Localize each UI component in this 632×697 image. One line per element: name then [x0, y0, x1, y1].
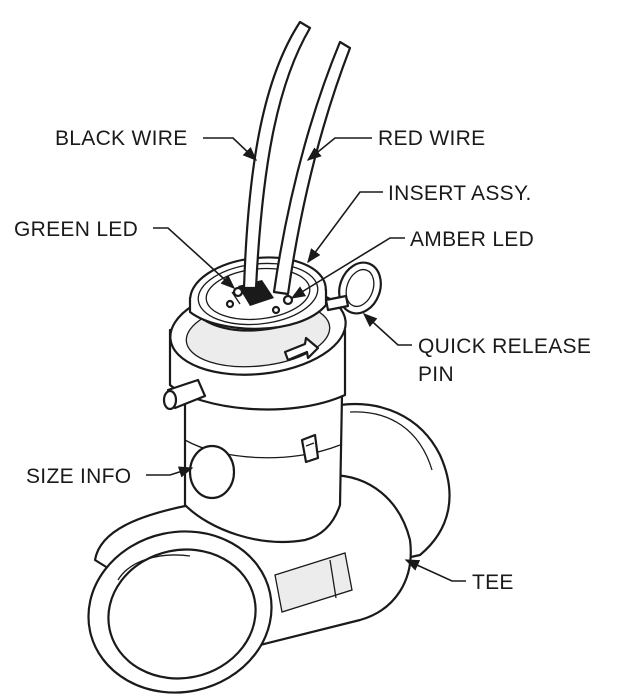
leader-insert-assy — [307, 191, 383, 264]
wires — [242, 20, 352, 296]
label-quick-release-pin-line1: QUICK RELEASE — [418, 335, 591, 358]
leader-quick-release-pin — [362, 313, 412, 346]
label-size-info: SIZE INFO — [26, 465, 131, 488]
leader-size-info — [146, 466, 194, 478]
amber-led — [282, 294, 294, 306]
label-red-wire: RED WIRE — [378, 127, 485, 150]
leader-amber-led — [290, 237, 405, 299]
label-amber-led: AMBER LED — [410, 228, 534, 251]
size-info-window — [188, 444, 236, 500]
green-led — [232, 286, 244, 298]
leader-red-wire — [306, 137, 372, 161]
leader-tee — [404, 559, 466, 582]
label-tee: TEE — [472, 571, 514, 594]
leader-green-led — [153, 227, 236, 289]
label-insert-assy: INSERT ASSY. — [388, 182, 532, 205]
label-black-wire: BLACK WIRE — [55, 127, 188, 150]
quick-release-pin-ring — [324, 261, 382, 315]
label-quick-release-pin-line2: PIN — [418, 363, 454, 386]
leader-black-wire — [203, 137, 258, 161]
tee-neck — [183, 393, 344, 544]
label-green-led: GREEN LED — [14, 218, 138, 241]
